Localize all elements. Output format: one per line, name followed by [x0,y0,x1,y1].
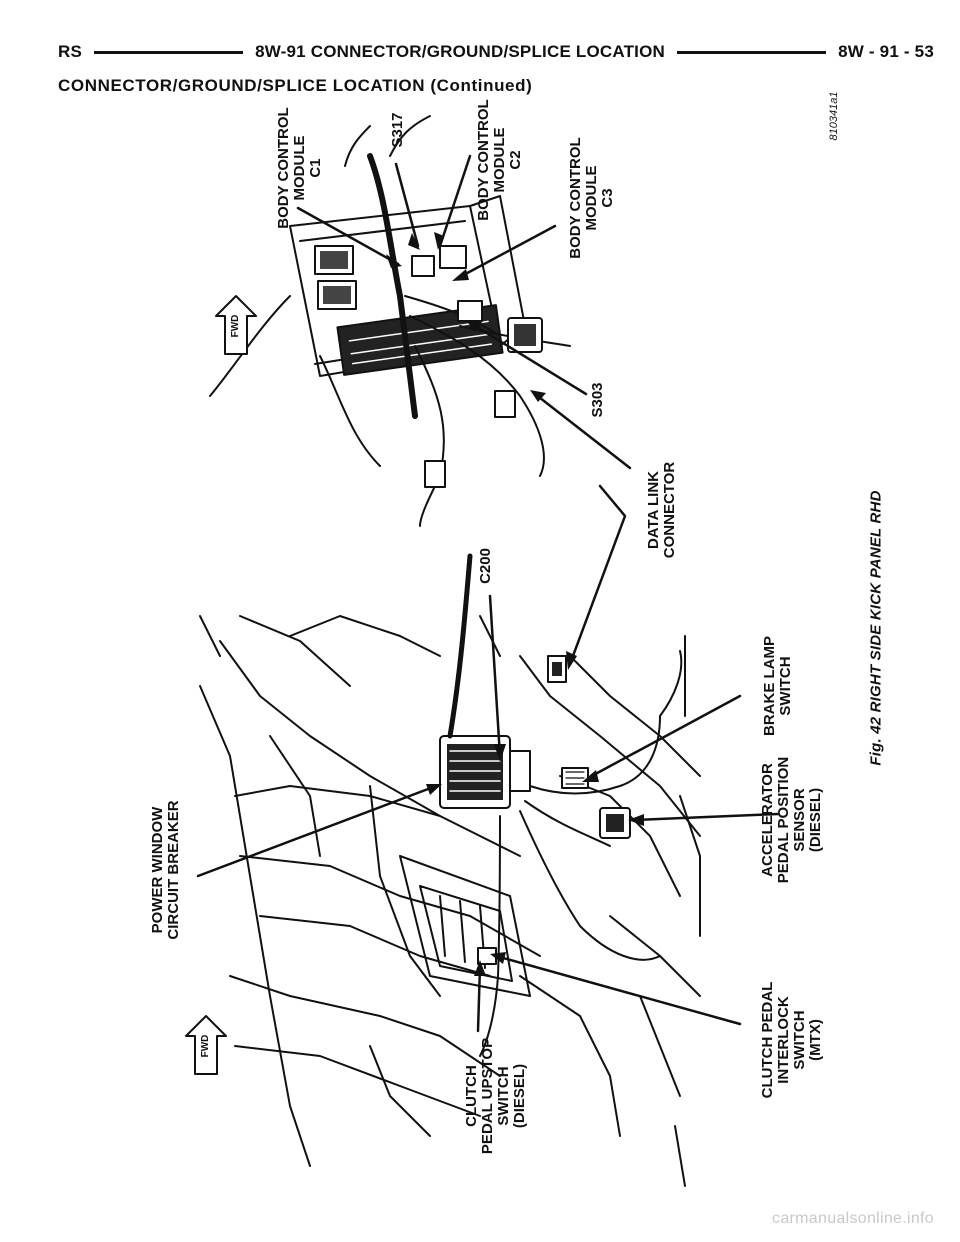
leader-arrowheads [386,232,644,976]
header-rule-right [677,50,827,54]
junction-block [439,735,531,809]
callout-clutch-pedal-interlock-switch: CLUTCH PEDAL INTERLOCK SWITCH (MTX) [759,981,824,1099]
callout-data-link-connector: DATA LINK CONNECTOR [645,461,678,559]
bcm-c3-connector-shape [457,300,483,322]
leader-lines [196,154,780,1033]
bcm-c1-connector-shape [411,255,435,277]
header-page-number: 8W - 91 - 53 [838,42,934,61]
lower-harness [447,553,683,1057]
callout-s303: S303 [589,382,606,418]
callout-bcm-c1: BODY CONTROL MODULE C1 [275,107,324,229]
forward-arrow-upper-icon [215,295,257,355]
callout-power-window-circuit-breaker: POWER WINDOW CIRCUIT BREAKER [149,800,182,940]
s303-connector-shape [494,390,516,418]
forward-arrow-lower-icon [185,1015,227,1075]
callout-bcm-c2: BODY CONTROL MODULE C2 [475,99,524,221]
header-title: 8W-91 CONNECTOR/GROUND/SPLICE LOCATION [255,42,666,61]
callout-c200: C200 [477,548,494,584]
forward-arrow-lower-label: FWD [200,1034,211,1058]
page-header: RS 8W-91 CONNECTOR/GROUND/SPLICE LOCATIO… [58,38,934,66]
section-subtitle: CONNECTOR/GROUND/SPLICE LOCATION (Contin… [58,76,533,95]
header-rule-left [94,50,244,54]
forward-arrow-upper-label: FWD [230,314,241,338]
figure-code: 810341a1 [828,91,840,141]
wiring-illustration [185,115,780,1187]
mounting-bracket [399,855,531,997]
callout-brake-lamp-switch: BRAKE LAMP SWITCH [761,636,794,736]
upper-small-connector-shape [424,460,446,488]
figure-caption: Fig. 42 RIGHT SIDE KICK PANEL RHD [867,490,885,766]
header-section-code: RS [58,42,83,61]
watermark: carmanualsonline.info [772,1210,934,1227]
callout-accelerator-pedal-position-sensor: ACCELERATOR PEDAL POSITION SENSOR (DIESE… [759,756,824,884]
callout-clutch-pedal-upstop-switch: CLUTCH PEDAL UPSTOP SWITCH (DIESEL) [463,1037,528,1155]
bcm-c2-connector-shape [439,245,467,269]
callout-bcm-c3: BODY CONTROL MODULE C3 [567,137,616,259]
callout-s317: S317 [389,112,406,148]
kick-panel-structure [199,615,701,1187]
